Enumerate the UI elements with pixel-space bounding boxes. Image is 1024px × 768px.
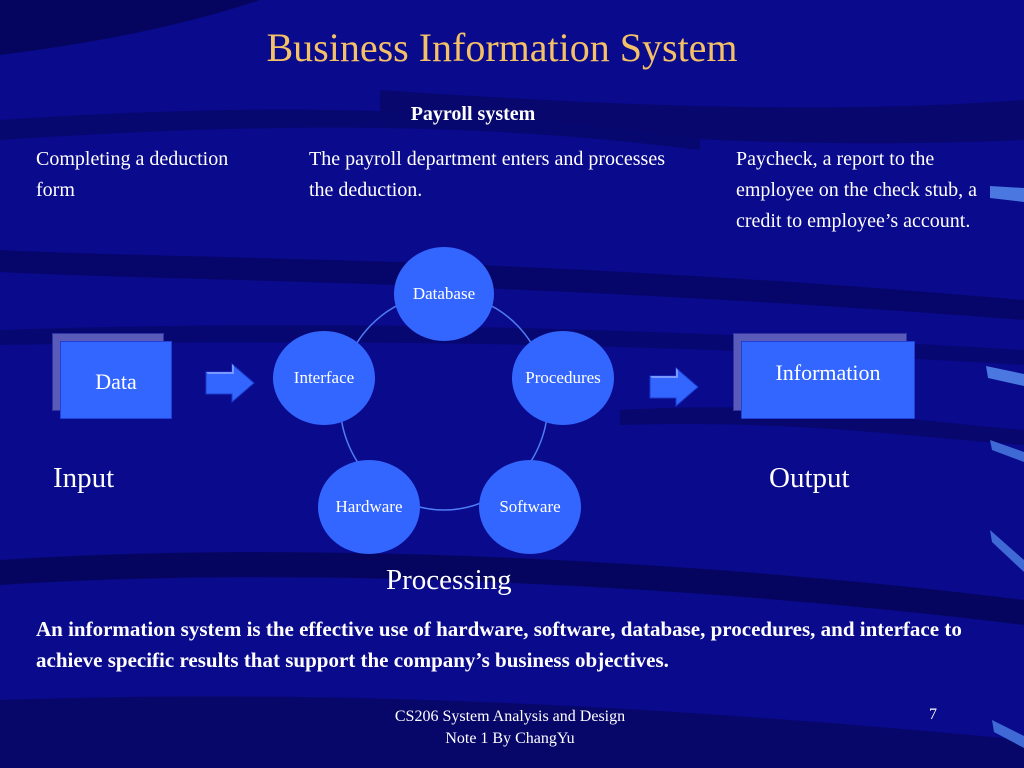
input-arrow-icon [205,362,255,404]
hardware-node: Hardware [318,460,420,554]
footer-author: Note 1 By ChangYu [445,730,575,747]
hardware-node-label: Hardware [335,497,403,516]
data-box-label: Data [95,369,137,394]
output-step-text: Paycheck, a report to the employee on th… [736,148,978,232]
footer-course: CS206 System Analysis and Design [394,708,626,725]
information-box-label: Information [775,360,881,385]
software-node-label: Software [499,497,561,516]
input-stage-label: Input [53,462,115,494]
database-node-label: Database [412,284,476,303]
slide-title: Business Information System [266,25,738,70]
interface-node-label: Interface [293,368,355,387]
database-node: Database [394,247,494,341]
software-node: Software [479,460,581,554]
page-number: 7 [929,706,937,723]
footer: CS206 System Analysis and Design Note 1 … [330,706,690,750]
information-box: Information [741,341,915,419]
summary-text: An information system is the effective u… [36,617,962,672]
output-arrow-icon [649,366,699,408]
procedures-node-label: Procedures [525,368,601,387]
processing-step-text: The payroll department enters and proces… [309,148,665,201]
output-stage-label: Output [769,462,850,494]
input-step-text: Completing a deduction form [36,148,229,201]
data-box: Data [60,341,172,419]
procedures-node: Procedures [512,331,614,425]
slide-subtitle: Payroll system [410,103,536,125]
processing-stage-label: Processing [386,564,512,596]
interface-node: Interface [273,331,375,425]
